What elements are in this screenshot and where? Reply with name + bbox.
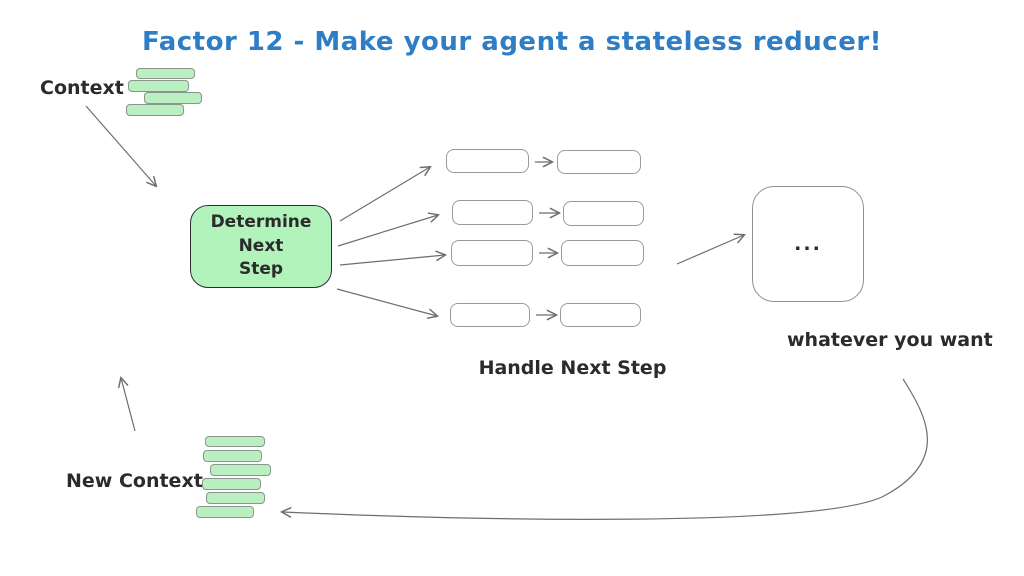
new-context-bar — [210, 464, 271, 476]
page-title: Factor 12 - Make your agent a stateless … — [141, 27, 883, 57]
arrow-loop-back — [282, 378, 928, 520]
determine-line: Next — [238, 235, 284, 256]
new-context-bar — [203, 450, 262, 462]
handler-step-box — [561, 240, 644, 266]
new-context-bar — [202, 478, 261, 490]
handler-step-box — [450, 303, 530, 327]
handler-step-box — [563, 201, 644, 226]
arrow-fan-4 — [336, 288, 437, 316]
arrow-newcontext-up — [121, 378, 136, 432]
arrow-to-result — [676, 235, 744, 265]
arrow-context-to-determine — [85, 105, 156, 186]
handle-next-step-label: Handle Next Step — [478, 357, 667, 379]
arrow-fan-3 — [339, 255, 445, 266]
determine-line: Determine — [210, 211, 312, 232]
arrow-fan-2 — [337, 215, 438, 247]
context-bar — [144, 92, 202, 104]
context-label: Context — [40, 77, 124, 99]
new-context-bar — [205, 436, 265, 447]
new-context-label: New Context — [66, 470, 203, 492]
context-bar — [128, 80, 189, 92]
context-bar — [136, 68, 195, 79]
handler-step-box — [451, 240, 533, 266]
result-node: ... — [752, 186, 864, 302]
handler-step-box — [452, 200, 533, 225]
ellipsis-text: ... — [794, 233, 822, 255]
handler-step-box — [560, 303, 641, 327]
determine-line: Step — [238, 259, 284, 280]
whatever-you-want-label: whatever you want — [787, 329, 993, 351]
handler-step-box — [446, 149, 529, 173]
determine-next-step-node: Determine Next Step — [190, 205, 332, 288]
handler-step-box — [557, 150, 641, 174]
context-bar — [126, 104, 184, 116]
arrow-fan-1 — [339, 167, 430, 222]
new-context-bar — [206, 492, 265, 504]
new-context-bar — [196, 506, 254, 518]
